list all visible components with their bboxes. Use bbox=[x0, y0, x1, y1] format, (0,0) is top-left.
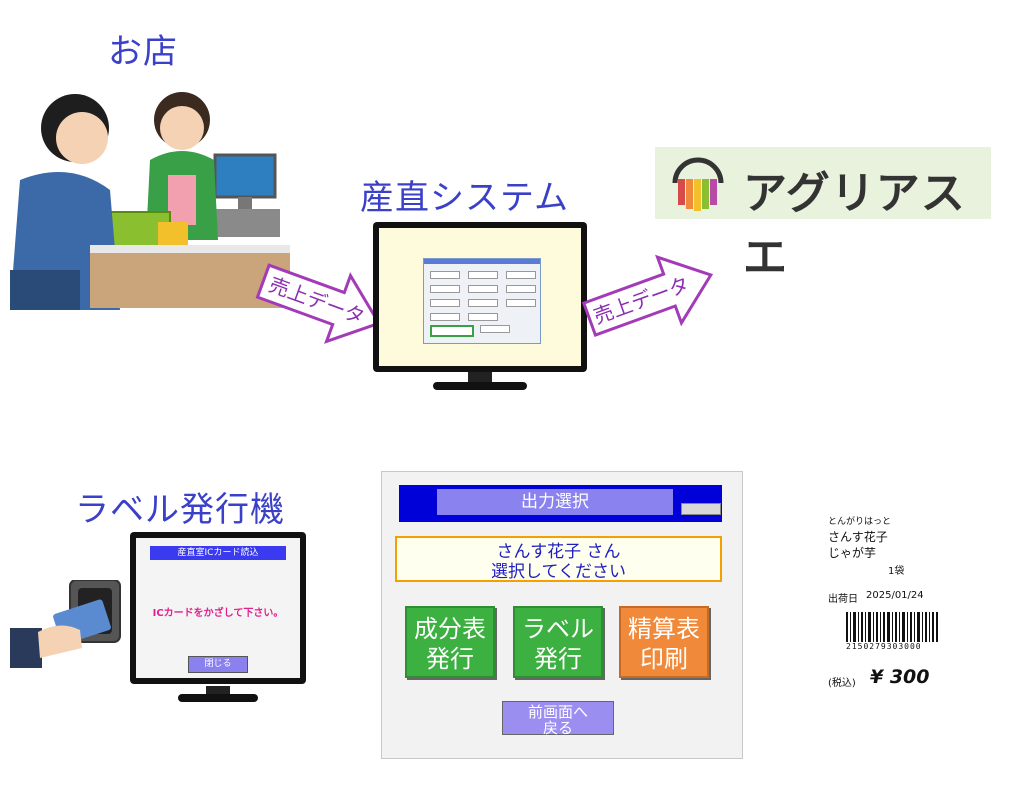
logo-text: アグリアスエ bbox=[743, 168, 966, 283]
user-name-text: さんす花子 さん bbox=[496, 542, 621, 562]
ingredient-table-button[interactable]: 成分表 発行 bbox=[405, 606, 495, 678]
back-line1: 前画面へ bbox=[527, 703, 588, 721]
ingredient-line2: 発行 bbox=[426, 645, 474, 673]
shop-counter-illustration bbox=[10, 92, 290, 310]
ship-date-label: 出荷日 bbox=[828, 594, 858, 605]
selection-message-box: さんす花子 さん 選択してください bbox=[395, 536, 722, 582]
product-quantity: 1袋 bbox=[888, 566, 905, 577]
output-title: 出力選択 bbox=[437, 489, 673, 515]
producer-ruby: とんがりはっと bbox=[828, 517, 892, 527]
ic-card-title: 産直室ICカード読込 bbox=[150, 546, 286, 560]
output-header: 出力選択 bbox=[399, 485, 722, 522]
label-issuer-monitor: 産直室ICカード読込 ICカードをかざして下さい。 閉じる bbox=[130, 532, 306, 702]
price: ¥ 300 bbox=[870, 666, 930, 688]
label-issue-button[interactable]: ラベル 発行 bbox=[513, 606, 603, 678]
settlement-line2: 印刷 bbox=[640, 645, 688, 673]
back-line2: 戻る bbox=[542, 719, 573, 737]
sales-data-arrow-left: 売上データ bbox=[255, 263, 382, 344]
producer-name: さんす花子 bbox=[828, 530, 888, 544]
label-issuer-heading: ラベル発行機 bbox=[75, 490, 285, 530]
system-heading: 産直システム bbox=[360, 178, 569, 218]
settlement-print-button[interactable]: 精算表 印刷 bbox=[619, 606, 709, 678]
ingredient-line1: 成分表 bbox=[414, 615, 486, 643]
ic-card-reader-illustration bbox=[10, 580, 121, 668]
label-issuer-screen: 産直室ICカード読込 ICカードをかざして下さい。 閉じる bbox=[136, 538, 300, 678]
close-button[interactable]: 閉じる bbox=[188, 656, 248, 673]
label-line1: ラベル bbox=[522, 615, 594, 643]
product-label: とんがりはっと さんす花子 じゃが芋 1袋 出荷日 2025/01/24 215… bbox=[826, 514, 944, 694]
barcode-icon bbox=[846, 612, 938, 642]
please-select-text: 選択してください bbox=[491, 562, 626, 582]
barcode-digits: 2150279303000 bbox=[846, 642, 922, 651]
header-small-button[interactable] bbox=[681, 503, 721, 515]
system-monitor-screen bbox=[379, 228, 581, 366]
system-app-window bbox=[423, 258, 541, 344]
output-selection-window: 出力選択 さんす花子 さん 選択してください 成分表 発行 ラベル 発行 精算表… bbox=[381, 471, 743, 759]
ic-card-message: ICカードをかざして下さい。 bbox=[152, 608, 284, 619]
sales-data-arrow-right: 売上データ bbox=[581, 254, 714, 338]
tax-included-label: (税込) bbox=[828, 678, 856, 689]
product-name: じゃが芋 bbox=[828, 546, 877, 560]
system-app-buttons bbox=[430, 271, 536, 337]
label-line2: 発行 bbox=[534, 645, 582, 673]
shop-heading: お店 bbox=[108, 32, 178, 72]
ship-date-value: 2025/01/24 bbox=[866, 590, 924, 601]
back-button[interactable]: 前画面へ 戻る bbox=[502, 701, 614, 737]
agriasue-logo: アグリアスエ bbox=[655, 147, 991, 283]
system-monitor bbox=[373, 222, 587, 390]
logo-mark-icon bbox=[672, 157, 724, 211]
settlement-line1: 精算表 bbox=[628, 615, 700, 643]
